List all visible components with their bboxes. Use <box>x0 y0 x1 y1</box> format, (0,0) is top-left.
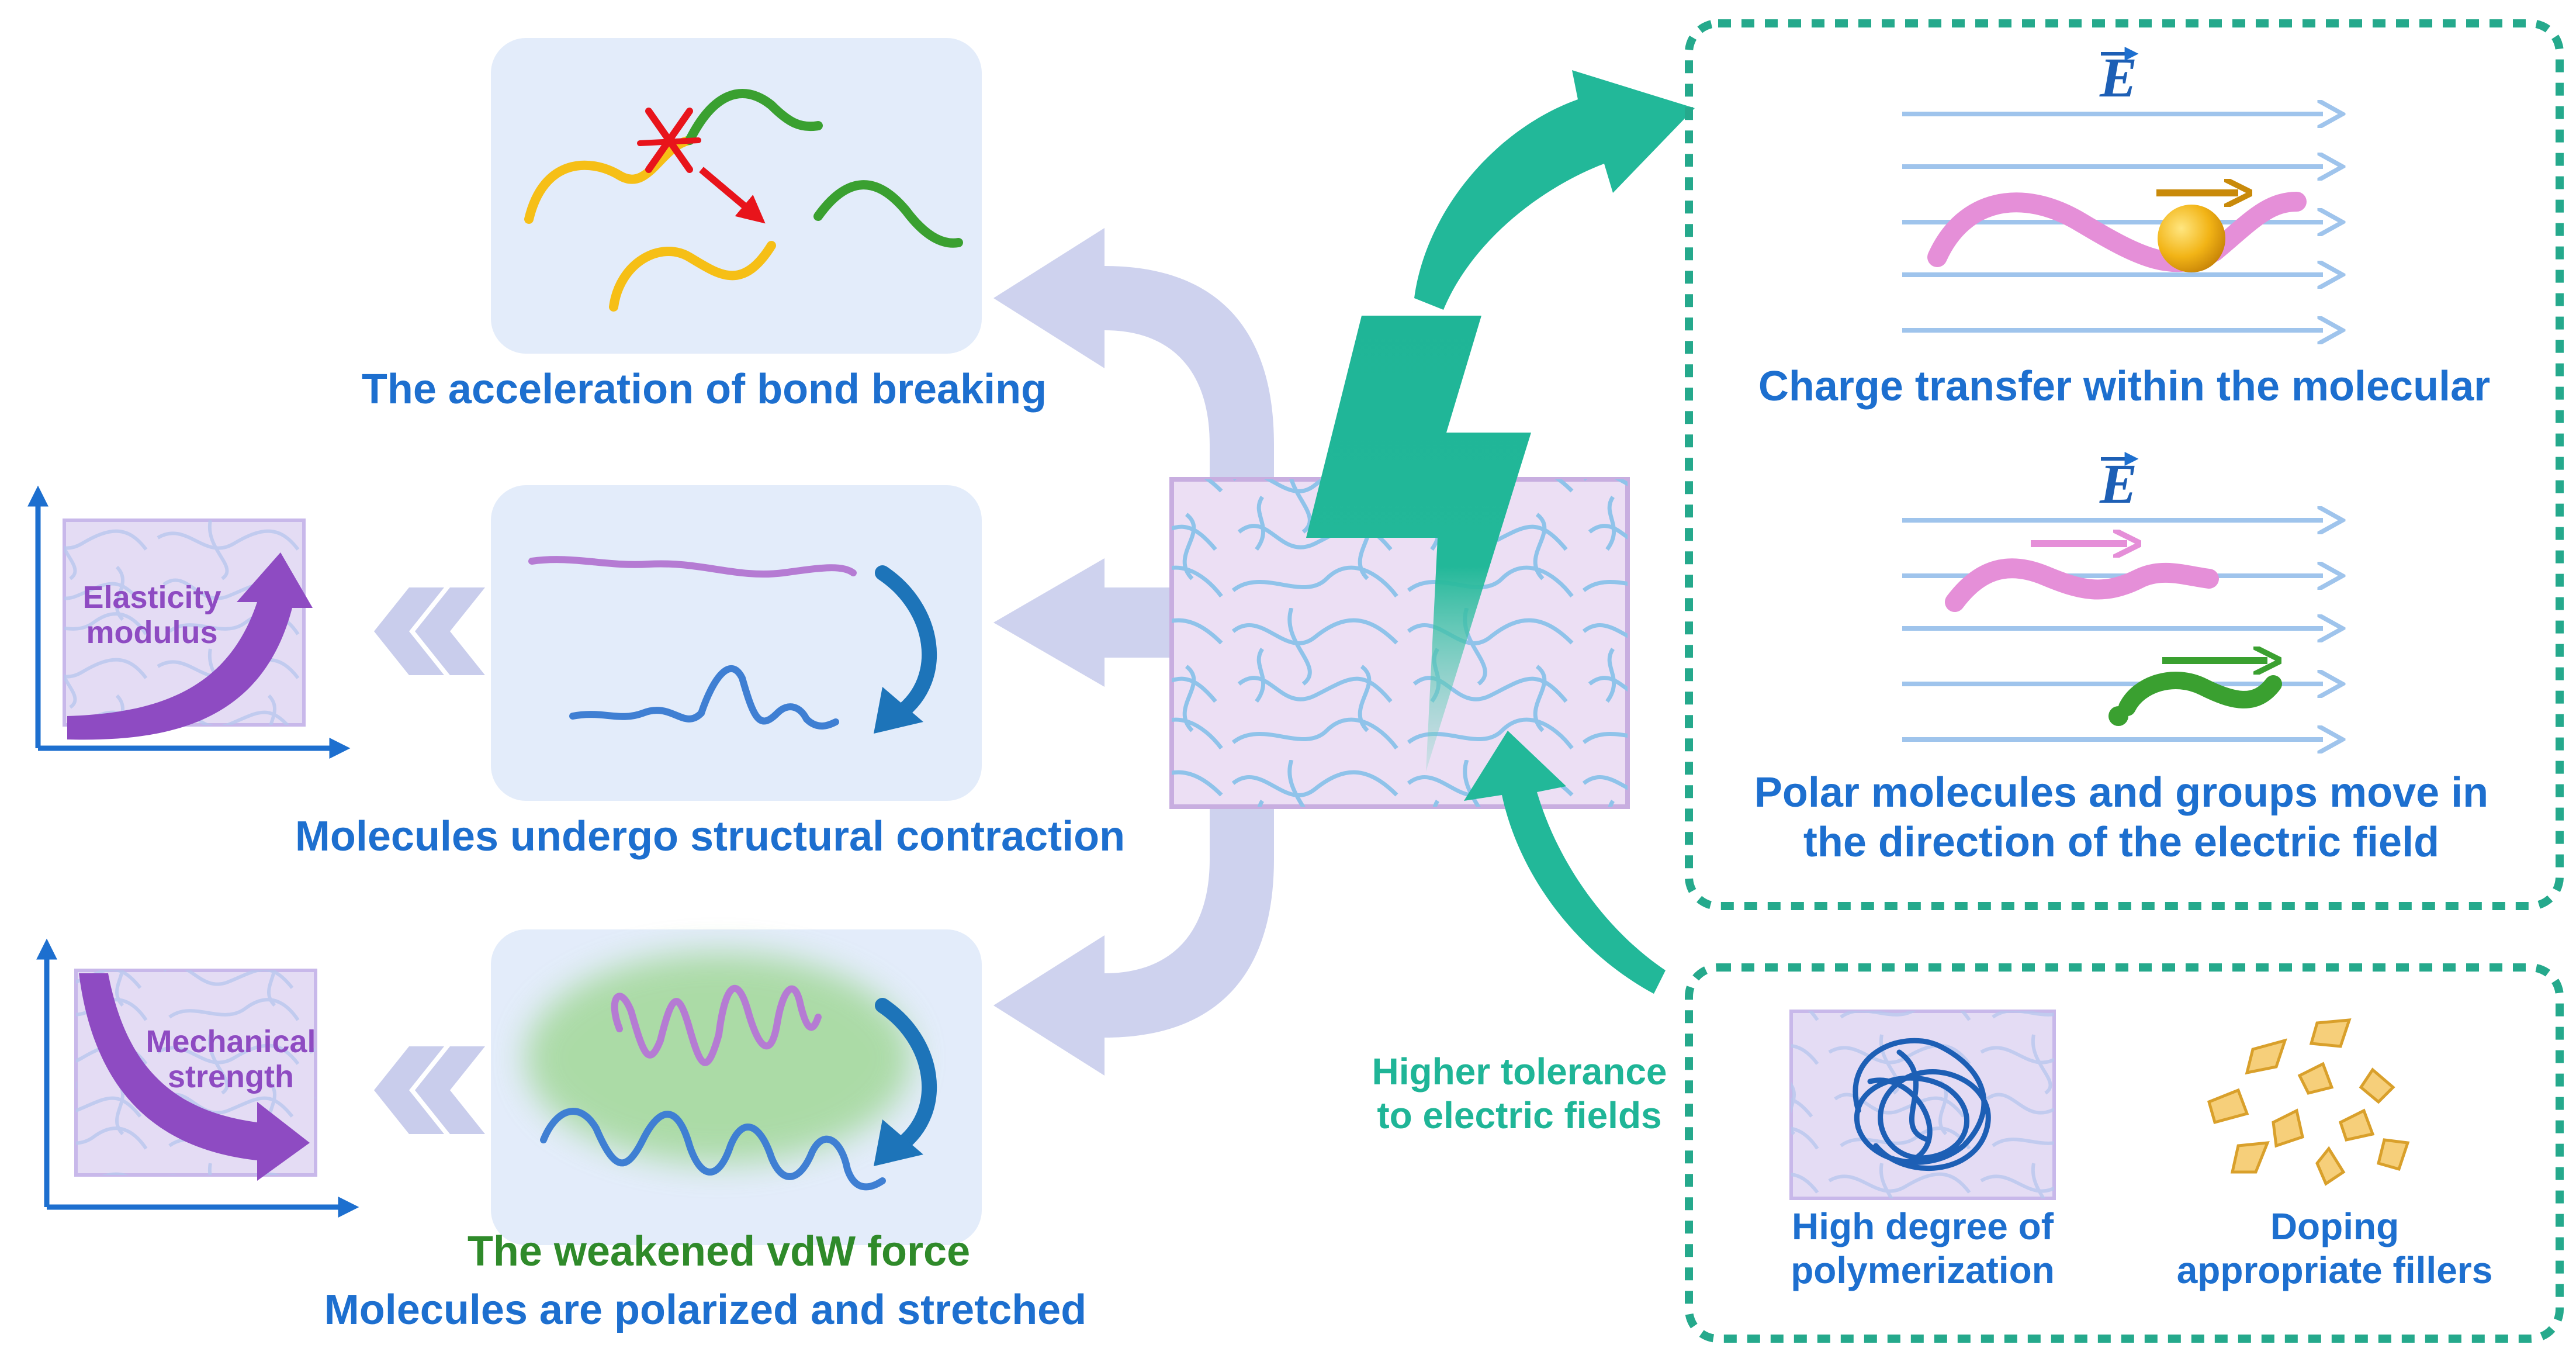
bond-breaking-caption: The acceleration of bond breaking <box>362 366 1047 413</box>
vdw-caption: The weakened vdW force <box>468 1228 970 1275</box>
spread-arrows <box>993 228 1274 1076</box>
bond-breaking-panel: The acceleration of bond breaking <box>362 38 1047 413</box>
polar-caption-line2: the direction of the electric field <box>1803 819 2439 866</box>
vdw-panel: The weakened vdW force Molecules are pol… <box>324 929 1086 1333</box>
field-lines <box>1902 520 2323 739</box>
stretched-wavy-chain <box>540 1108 886 1191</box>
fillers-line2: appropriate fillers <box>2177 1249 2493 1291</box>
decrease-arrow-icon <box>79 973 310 1181</box>
curved-arrow-icon <box>874 998 937 1166</box>
tolerance-label-line1: Higher tolerance <box>1372 1050 1667 1093</box>
arrow-to-vdw <box>993 807 1274 1076</box>
contracted-chain <box>569 665 839 730</box>
bond-break-cross-icon <box>637 108 701 173</box>
elasticity-graph: Elasticity modulus <box>27 485 351 759</box>
polarized-chain <box>611 984 822 1066</box>
polar-molecule-pink <box>1945 558 2219 612</box>
arrow-to-bond-breaking <box>993 228 1274 497</box>
increase-arrow-icon <box>67 552 313 740</box>
lightning-bolt-icon <box>1306 316 1531 772</box>
polar-caption-line1: Polar molecules and groups move in <box>1754 769 2488 816</box>
teal-arrow-up <box>1414 70 1695 310</box>
stretched-chain <box>528 556 857 578</box>
contraction-caption: Molecules undergo structural contraction <box>295 813 1125 860</box>
field-lines <box>1902 114 2323 330</box>
polar-group-green <box>2118 671 2282 716</box>
fillers-line1: Doping <box>2270 1205 2399 1247</box>
tolerance-label-line2: to electric fields <box>1377 1094 1661 1136</box>
teal-arrow-down <box>1464 731 1666 994</box>
tolerance-box: High degree of polymerization Doping app… <box>1685 963 2564 1343</box>
polarized-caption: Molecules are polarized and stretched <box>324 1287 1086 1333</box>
filler-particles <box>2207 1018 2410 1186</box>
strength-graph: Mechanical strength <box>36 938 359 1218</box>
vdw-glow <box>526 953 912 1163</box>
charge-transfer-caption: Charge transfer within the molecular <box>1758 363 2490 410</box>
strength-label: Mechanical <box>146 1024 316 1059</box>
high-polymerization-line2: polymerization <box>1791 1249 2055 1291</box>
elasticity-label-2: modulus <box>86 615 218 650</box>
green-chain-2 <box>813 180 963 248</box>
high-polymerization-line1: High degree of <box>1792 1205 2054 1247</box>
double-chevron-icon <box>374 1046 485 1134</box>
elasticity-label: Elasticity <box>82 580 221 615</box>
yellow-chain-1 <box>524 136 694 224</box>
molecule-chain <box>1927 192 2307 272</box>
strength-label-2: strength <box>168 1059 294 1094</box>
yellow-chain-2 <box>609 241 776 312</box>
curved-arrow-icon <box>874 565 937 734</box>
charge-transfer-section: E Charge transfer within the molecular <box>1758 46 2490 410</box>
polar-group-head <box>2108 706 2128 726</box>
green-chain-1 <box>685 89 823 145</box>
arrow-to-contraction <box>993 558 1175 687</box>
polar-molecules-section: E Polar molecules and groups move in the… <box>1754 452 2488 866</box>
field-effects-box: E Charge transfer within the molecular E <box>1685 19 2564 910</box>
field-symbol: E <box>2099 46 2137 109</box>
polymer-tangle <box>1789 1010 2056 1200</box>
contraction-panel: Molecules undergo structural contraction <box>295 485 1125 860</box>
field-symbol: E <box>2099 452 2137 515</box>
red-arrow-icon <box>699 167 766 224</box>
charge-ball-icon <box>2158 205 2225 272</box>
double-chevron-icon <box>374 587 485 675</box>
